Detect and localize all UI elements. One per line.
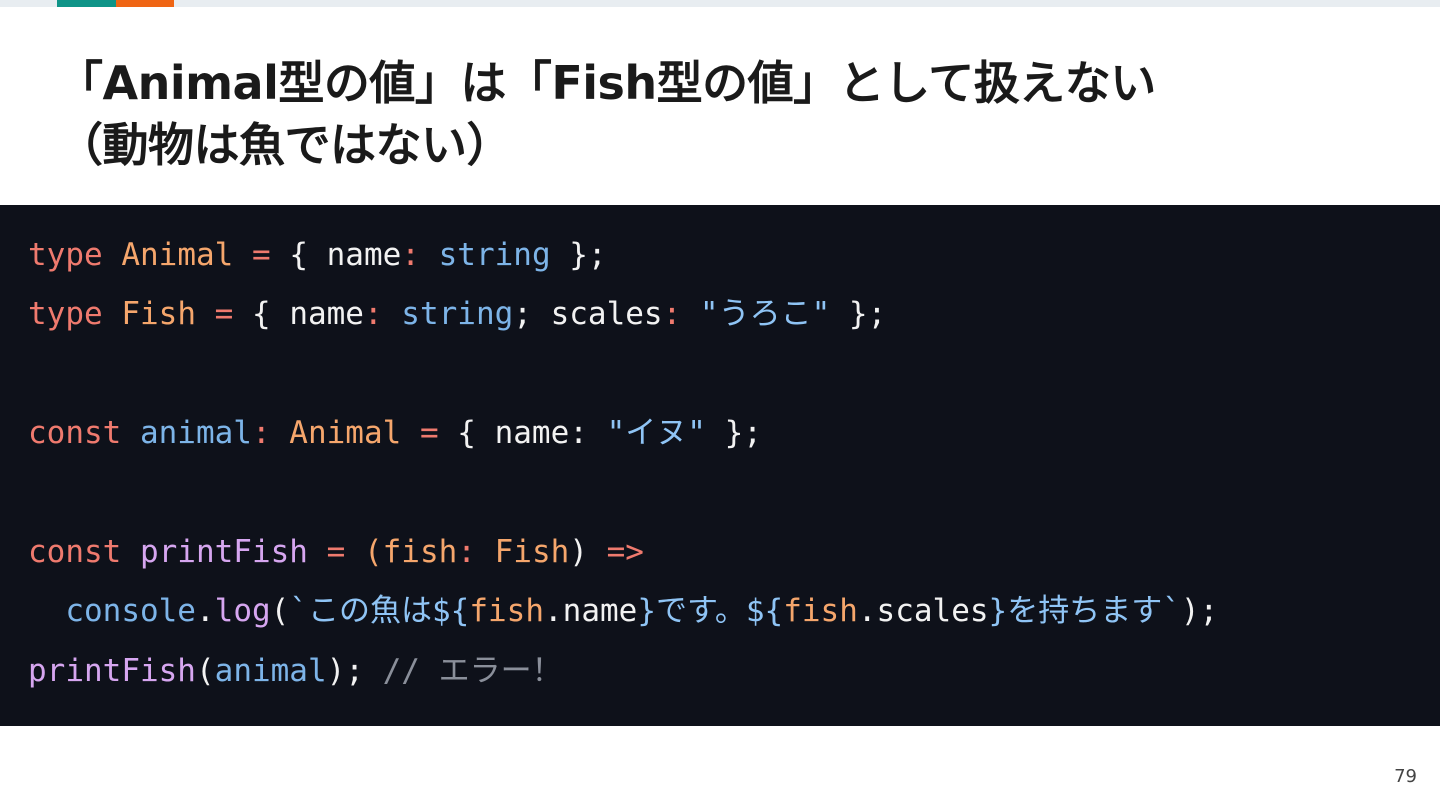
punctuation: {: [251, 296, 290, 333]
function-name: printFish: [28, 652, 196, 689]
builtin-type: string: [438, 237, 551, 273]
property: name: [289, 296, 364, 333]
template-string: `この魚は: [289, 593, 432, 630]
paren: );: [1180, 593, 1219, 630]
code-line-4: const animal: Animal = { name: "イヌ" };: [28, 404, 1218, 463]
colon: :: [363, 296, 402, 333]
punctuation: };: [705, 415, 762, 452]
interpolation-open: ${: [432, 593, 470, 630]
slide-title-line-1: 「Animal型の値」は「Fish型の値」として扱えない: [57, 56, 1156, 110]
argument: animal: [214, 652, 327, 689]
paren: );: [326, 652, 364, 689]
slide-title-line-2: （動物は魚ではない）: [57, 118, 513, 172]
code-line-5-blank: [28, 464, 1218, 523]
punctuation: {: [289, 237, 327, 273]
code-line-2: type Fish = { name: string; scales: "うろこ…: [28, 285, 1218, 344]
interpolation-open: ${: [745, 593, 784, 630]
type-name: Fish: [121, 296, 196, 333]
string-literal: "うろこ": [699, 296, 831, 333]
string-literal: "イヌ": [606, 415, 706, 452]
interpolation-close: }: [988, 593, 1008, 630]
punctuation: ;: [513, 296, 551, 333]
property: name: [562, 593, 638, 630]
comment: // エラー！: [382, 652, 563, 689]
top-bar: [0, 0, 1440, 7]
operator: =: [233, 237, 290, 273]
property: scales: [876, 593, 989, 630]
parameter: fish: [382, 533, 458, 570]
variable: animal: [139, 415, 252, 452]
punctuation: };: [550, 237, 607, 273]
type-name: Animal: [289, 415, 402, 452]
operator: =: [195, 296, 252, 333]
dot: .: [857, 593, 877, 630]
paren: ): [569, 533, 588, 570]
template-string: を持ちます`: [1007, 593, 1181, 630]
code-block: type Animal = { name: string }; type Fis…: [28, 226, 1218, 701]
arrow: =>: [587, 533, 644, 570]
operator: =: [307, 533, 364, 570]
type-name: Animal: [121, 237, 234, 273]
keyword: type: [28, 237, 122, 273]
colon: :: [251, 415, 290, 452]
paren: (: [195, 652, 215, 689]
dot: .: [195, 593, 215, 630]
space: [364, 653, 383, 689]
property: name: [326, 237, 402, 273]
keyword: const: [28, 415, 140, 452]
page-number: 79: [1394, 766, 1417, 787]
operator: =: [401, 415, 458, 452]
punctuation: {: [457, 415, 495, 452]
function-name: printFish: [139, 533, 308, 570]
template-string: です。: [655, 593, 746, 630]
indent: [28, 593, 65, 629]
dot: .: [543, 593, 563, 630]
code-line-1: type Animal = { name: string };: [28, 226, 1218, 285]
accent-bar-orange: [116, 0, 174, 7]
identifier: fish: [783, 593, 858, 630]
type-name: Fish: [494, 533, 570, 570]
keyword: const: [28, 533, 140, 570]
property: scales: [550, 296, 663, 333]
code-line-6: const printFish = (fish: Fish) =>: [28, 523, 1218, 582]
colon: :: [457, 533, 495, 570]
property: name: [494, 415, 570, 452]
paren: (: [363, 533, 383, 570]
identifier: fish: [469, 593, 544, 630]
colon: :: [569, 415, 607, 452]
code-panel: [0, 205, 1440, 726]
punctuation: };: [830, 296, 887, 333]
accent-bar-teal: [57, 0, 116, 7]
paren: (: [270, 593, 290, 630]
code-line-3-blank: [28, 345, 1218, 404]
builtin-type: string: [401, 296, 514, 333]
slide-title: 「Animal型の値」は「Fish型の値」として扱えない （動物は魚ではない）: [57, 52, 1377, 176]
colon: :: [401, 237, 439, 273]
object-name: console: [65, 593, 196, 630]
code-line-7: console.log(`この魚は${fish.name}です。${fish.s…: [28, 582, 1218, 641]
method-name: log: [214, 593, 271, 630]
colon: :: [662, 296, 700, 333]
interpolation-close: }: [637, 593, 656, 630]
keyword: type: [28, 296, 122, 333]
code-line-8: printFish(animal); // エラー！: [28, 642, 1218, 701]
